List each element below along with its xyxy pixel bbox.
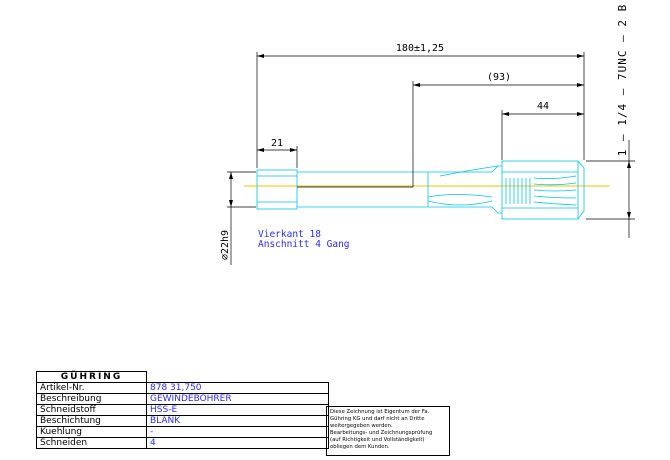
table-row: Kuehlung - — [36, 426, 329, 438]
table-row: Schneiden 4 — [36, 437, 329, 449]
dim-reference-length: (93) — [487, 72, 511, 83]
copyright-notice: Diese Zeichnung ist Eigentum der Fa. Güh… — [326, 406, 450, 456]
table-row: Beschreibung GEWINDEBOHRER — [36, 393, 329, 405]
copyright-line: weitergegeben werden. — [330, 423, 393, 429]
copyright-line: obliegen dem Kunden. — [330, 444, 390, 450]
row-value: HSS-E — [146, 404, 329, 416]
dimension-arrows — [229, 54, 631, 219]
note-chamfer: Anschnitt 4 Gang — [258, 239, 350, 250]
dim-square-length: 21 — [271, 138, 283, 149]
copyright-line: (auf Richtigkeit und Vollständigkeit) — [330, 437, 425, 443]
row-value: GEWINDEBOHRER — [146, 393, 329, 405]
row-label: Artikel-Nr. — [36, 382, 147, 394]
row-label: Beschichtung — [36, 415, 147, 427]
row-label: Schneiden — [36, 437, 147, 449]
note-square-size: Vierkant 18 — [258, 229, 321, 240]
row-label: Beschreibung — [36, 393, 147, 405]
row-label: Schneidstoff — [36, 404, 147, 416]
copyright-line: Diese Zeichnung ist Eigentum der Fa. — [330, 409, 430, 415]
row-label: Kuehlung — [36, 426, 147, 438]
dim-shank-diameter: ⌀22h9 — [220, 230, 231, 260]
company-logo: GÜHRING — [36, 371, 147, 383]
dim-overall-length: 180±1,25 — [396, 43, 444, 54]
title-block: GÜHRING Artikel-Nr. 878 31,750 Beschreib… — [36, 371, 329, 449]
row-value: 4 — [146, 437, 329, 449]
row-value: BLANK — [146, 415, 329, 427]
tap-outline — [256, 160, 585, 220]
table-row: Beschichtung BLANK — [36, 415, 329, 427]
row-value: - — [146, 426, 329, 438]
dim-thread-length: 44 — [537, 101, 549, 112]
title-block-spacer — [146, 371, 329, 383]
technical-drawing: 180±1,25 (93) 44 21 ⌀22h9 1 – 1/4 – 7UNC… — [220, 4, 635, 265]
table-row: Artikel-Nr. 878 31,750 — [36, 382, 329, 394]
thread-specification: 1 – 1/4 – 7UNC – 2 B — [616, 4, 629, 156]
row-value: 878 31,750 — [146, 382, 329, 394]
copyright-line: Gühring KG und darf nicht an Dritte — [330, 416, 425, 422]
copyright-line: Bearbeitungs- und Zeichnungsprüfung — [330, 430, 433, 436]
table-row: Schneidstoff HSS-E — [36, 404, 329, 416]
